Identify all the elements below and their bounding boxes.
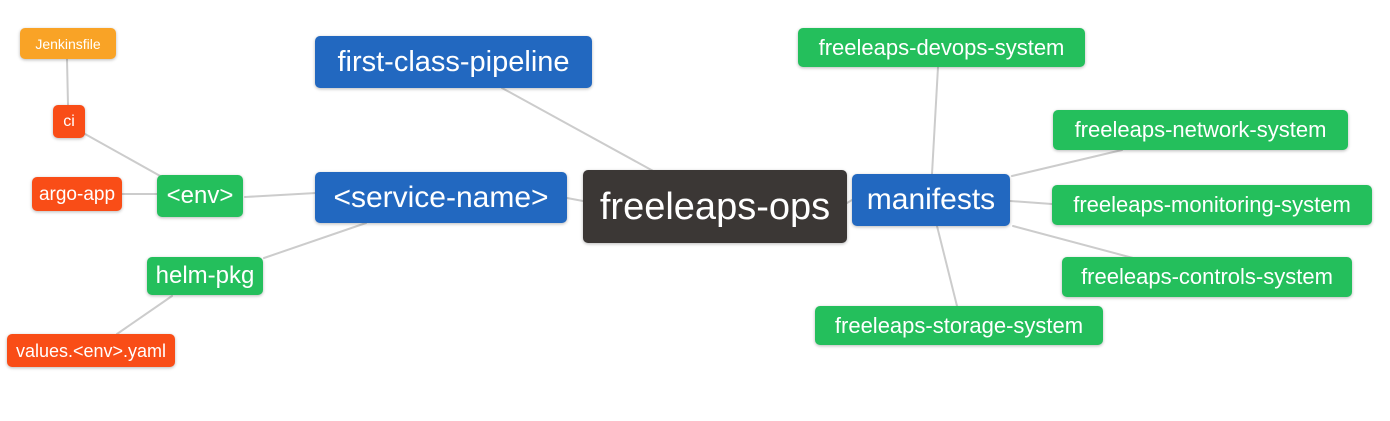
node-env[interactable]: <env> (157, 175, 243, 217)
edge-manifests-freeleaps-storage-system (936, 225, 958, 307)
node-ci[interactable]: ci (53, 105, 85, 138)
node-label: freeleaps-controls-system (1081, 264, 1333, 289)
edge-jenkinsfile-ci (66, 58, 69, 106)
node-label: Jenkinsfile (35, 35, 101, 52)
node-label: first-class-pipeline (337, 45, 570, 78)
node-first-class-pipeline[interactable]: first-class-pipeline (315, 36, 592, 88)
node-label: freeleaps-monitoring-system (1073, 192, 1351, 217)
edge-ci-env (84, 133, 163, 178)
edge-manifests-freeleaps-devops-system (931, 66, 939, 175)
node-label: freeleaps-ops (599, 185, 831, 228)
edge-env-service-name (244, 192, 317, 198)
node-helm-pkg[interactable]: helm-pkg (147, 257, 263, 295)
node-label: manifests (866, 183, 996, 216)
node-freeleaps-ops[interactable]: freeleaps-ops (583, 170, 847, 243)
node-freeleaps-devops-system[interactable]: freeleaps-devops-system (798, 28, 1085, 67)
node-label: freeleaps-devops-system (818, 34, 1065, 60)
edge-freeleaps-ops-manifests (846, 199, 853, 204)
node-manifests[interactable]: manifests (852, 174, 1010, 226)
node-label: <service-name> (333, 180, 549, 214)
node-label: freeleaps-network-system (1074, 117, 1327, 142)
edge-manifests-freeleaps-network-system (1011, 149, 1123, 177)
node-label: argo-app (38, 183, 116, 205)
node-label: freeleaps-storage-system (834, 312, 1084, 338)
node-service-name[interactable]: <service-name> (315, 172, 567, 223)
edge-values-env-yaml-helm-pkg (116, 295, 173, 335)
node-freeleaps-controls-system[interactable]: freeleaps-controls-system (1062, 257, 1352, 297)
edge-manifests-freeleaps-controls-system (1012, 225, 1134, 259)
edge-helm-pkg-service-name (263, 222, 367, 259)
node-freeleaps-storage-system[interactable]: freeleaps-storage-system (815, 306, 1103, 345)
edge-first-class-pipeline-freeleaps-ops (501, 87, 656, 173)
node-freeleaps-network-system[interactable]: freeleaps-network-system (1053, 110, 1348, 150)
node-jenkinsfile[interactable]: Jenkinsfile (20, 28, 116, 59)
node-label: <env> (166, 182, 234, 209)
node-label: values.<env>.yaml (15, 340, 167, 361)
node-freeleaps-monitoring-system[interactable]: freeleaps-monitoring-system (1052, 185, 1372, 225)
node-argo-app[interactable]: argo-app (32, 177, 122, 211)
edge-service-name-freeleaps-ops (566, 197, 584, 202)
node-values-env-yaml[interactable]: values.<env>.yaml (7, 334, 175, 367)
node-label: ci (63, 112, 75, 130)
node-label: helm-pkg (155, 262, 255, 289)
edge-manifests-freeleaps-monitoring-system (1009, 200, 1053, 205)
